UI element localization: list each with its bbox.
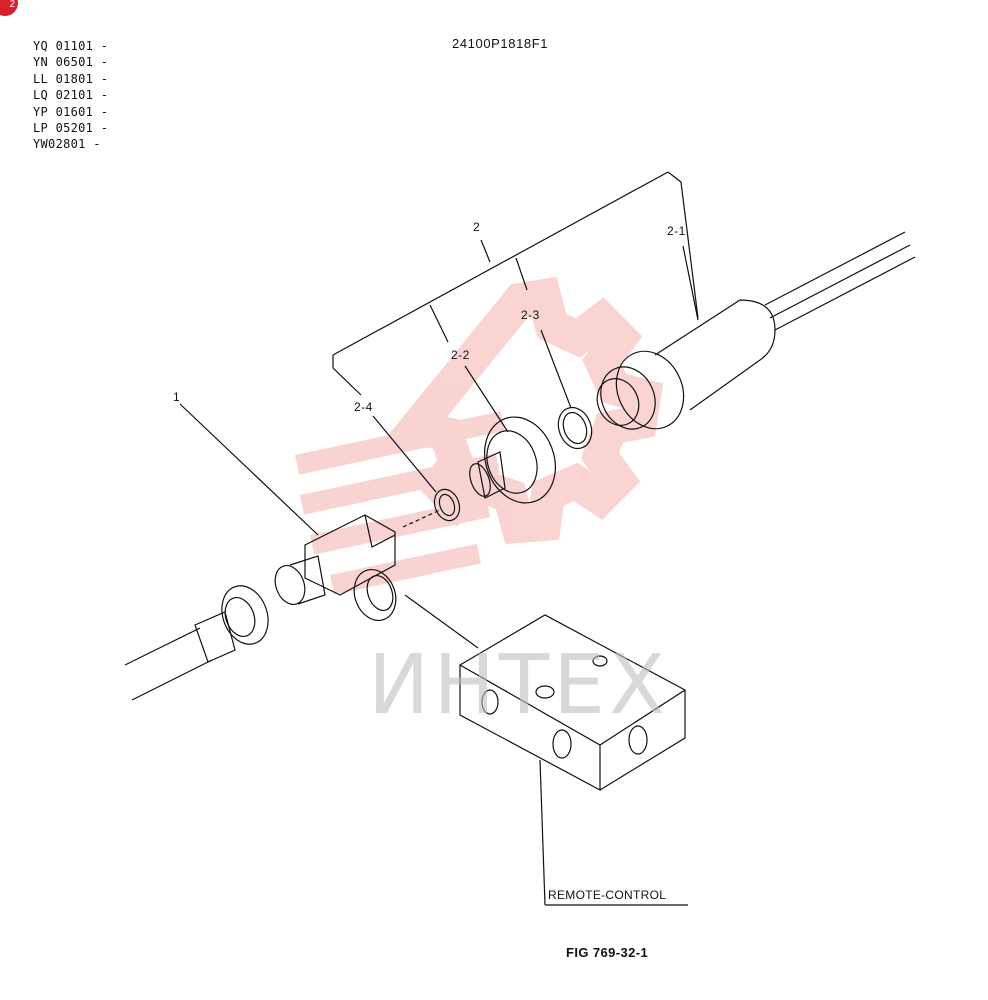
serial-number-list: YQ 01101 - YN 06501 - LL 01801 - LQ 0210…: [33, 38, 108, 153]
adapter-part-2-2: [469, 416, 556, 504]
hose-assembly: [124, 585, 269, 701]
leader-lines: [179, 171, 699, 906]
callout-part-2-1: 2-1: [667, 224, 686, 238]
remote-control-label: REMOTE-CONTROL: [548, 888, 667, 902]
watermark-text: ИНТЕХ: [368, 638, 670, 733]
tee-fitting-part-1: [274, 514, 397, 621]
page-badge: 2: [0, 0, 18, 16]
callout-part-2: 2: [473, 220, 481, 234]
o-ring-part-2-3: [557, 406, 593, 450]
callout-part-2-2: 2-2: [451, 348, 470, 362]
serial-number: LP 05201 -: [33, 121, 109, 136]
pressure-sensor-part-2-1: [596, 231, 916, 430]
watermark-gear-logo: [295, 276, 664, 595]
callout-part-1: 1: [173, 390, 181, 404]
serial-number: YN 06501 -: [33, 55, 109, 70]
drawing-number: 24100P1818F1: [452, 36, 549, 51]
figure-number: FIG 769-32-1: [566, 945, 649, 960]
remote-control-block: [458, 614, 687, 792]
serial-number: YP 01601 -: [33, 104, 109, 119]
serial-number: YQ 01101 -: [33, 39, 109, 53]
serial-number: YW02801 -: [33, 137, 101, 152]
serial-number: LL 01801 -: [33, 71, 109, 86]
callout-part-2-4: 2-4: [354, 400, 373, 414]
washer-part-2-4: [433, 488, 461, 522]
callout-part-2-3: 2-3: [521, 308, 540, 322]
serial-number: LQ 02101 -: [33, 88, 109, 103]
